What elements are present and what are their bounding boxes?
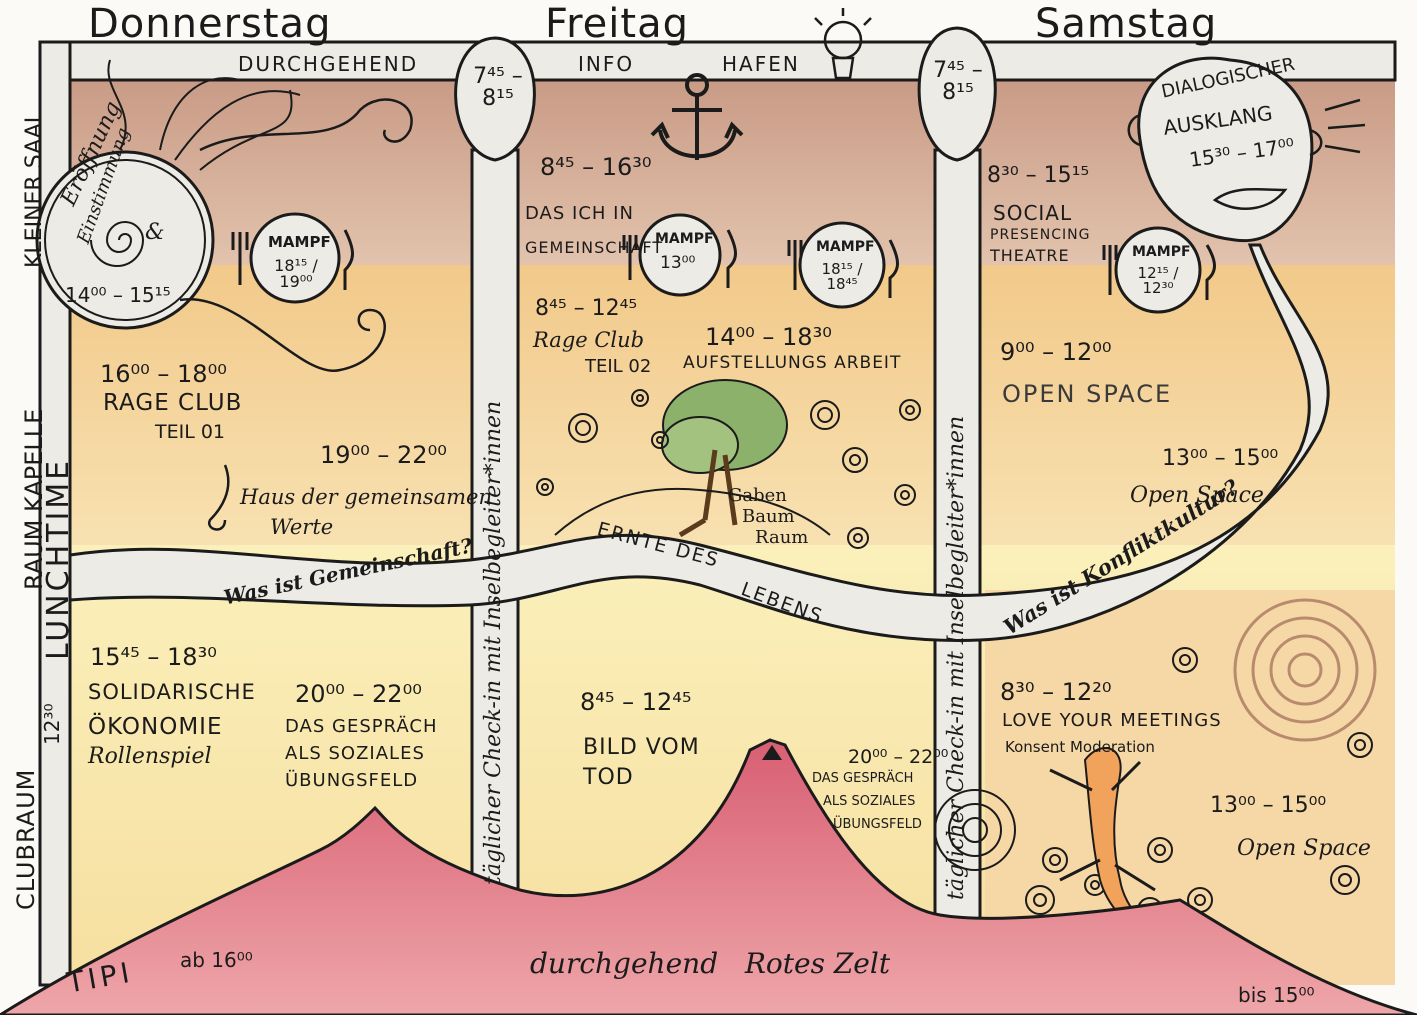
swirl-icon [1233, 598, 1377, 742]
event-title: RAGE CLUB [103, 390, 243, 416]
event-title: THEATRE [990, 246, 1070, 265]
mouth-icon [1212, 187, 1288, 210]
event-time: 8⁴⁵ – 12⁴⁵ [535, 296, 638, 321]
event-time: 8⁴⁵ – 12⁴⁵ [580, 688, 692, 716]
event-subtitle: TEIL 02 [585, 356, 652, 377]
meal-plates [249, 212, 1202, 314]
meal-time: 18¹⁵ / 18⁴⁵ [821, 260, 863, 293]
anchor-icon [650, 73, 744, 160]
event-title: PRESENCING [990, 227, 1091, 243]
meal-label: MAMPF [268, 233, 331, 251]
rotes-zelt-label: durchgehend Rotes Zelt [530, 947, 891, 980]
event-title: SOCIAL [993, 201, 1073, 225]
event-title: Haus der gemeinsamen [240, 485, 493, 509]
event-subtitle: TEIL 01 [155, 421, 226, 443]
opening-time: 14⁰⁰ – 15¹⁵ [65, 283, 171, 307]
event-time: 8³⁰ – 12²⁰ [1000, 678, 1112, 706]
event-title: TOD [583, 765, 634, 790]
event-title: Open Space [1130, 483, 1264, 508]
label-kleiner-saal: KLEINER SAAL [22, 110, 47, 268]
label-checkin-saturday: täglicher Check-in mit Inselbegleiter*in… [944, 415, 969, 900]
label-clubraum: CLUBRAUM [12, 768, 40, 910]
event-subtitle: Konsent Moderation [1005, 738, 1155, 756]
event-time: 20⁰⁰ – 22⁰⁰ [848, 746, 949, 768]
saturday-checkin-spoon [917, 26, 997, 162]
event-time: 8³⁰ – 15¹⁵ [987, 163, 1090, 188]
tipi-time: ab 16⁰⁰ [180, 948, 253, 972]
tree-label: Gaben [728, 485, 787, 506]
day-header-thursday: Donnerstag [88, 1, 332, 47]
banner-durchgehend: DURCHGEHEND [238, 52, 419, 76]
tent-mountains [0, 738, 1417, 1015]
label-checkin-friday: täglicher Check-in mit Inselbegleiter*in… [481, 400, 506, 885]
ausklang-head [1137, 56, 1314, 243]
event-title: ÜBUNGSFELD [833, 817, 922, 832]
event-time: 9⁰⁰ – 12⁰⁰ [1000, 338, 1112, 366]
checkin-time-friday: 7⁴⁵ – 8¹⁵ [473, 64, 523, 111]
checkin-time-saturday: 7⁴⁵ – 8¹⁵ [933, 58, 983, 105]
opening-amp: & [145, 220, 165, 245]
river-path [68, 243, 1330, 642]
tree-icon [554, 379, 831, 538]
opening-circle [35, 150, 215, 330]
event-time: 15⁴⁵ – 18³⁰ [90, 643, 217, 671]
cutlery-icon [231, 229, 1216, 300]
tree-label: Baum [742, 506, 795, 527]
event-time: 19⁰⁰ – 22⁰⁰ [320, 441, 447, 469]
until-label: bis 15⁰⁰ [1238, 983, 1315, 1007]
event-title: GEMEINSCHAFT [525, 238, 664, 257]
event-title: OPEN SPACE [1002, 380, 1173, 408]
event-title: BILD VOM [583, 735, 700, 760]
label-lunchtime-value: 12³⁰ [40, 703, 64, 745]
meal-label: MAMPF [1132, 244, 1191, 260]
friday-checkin-spoon [454, 36, 536, 162]
spiral-decoration-icon [179, 298, 386, 372]
meal-time: 18¹⁵ / 19⁰⁰ [274, 256, 318, 291]
banner-hafen: HAFEN [722, 52, 800, 76]
event-title: LOVE YOUR MEETINGS [1002, 710, 1222, 731]
event-title: ALS SOZIALES [823, 794, 916, 809]
tree-label: Raum [755, 527, 809, 548]
event-time: 8⁴⁵ – 16³⁰ [540, 153, 652, 181]
spiral-icon [90, 221, 145, 267]
event-time: 13⁰⁰ – 15⁰⁰ [1162, 446, 1279, 471]
event-subtitle: Rollenspiel [88, 744, 212, 769]
banner-info: INFO [578, 52, 635, 76]
event-title: Rage Club [533, 328, 645, 352]
event-title: ÖKONOMIE [88, 714, 223, 740]
event-title: SOLIDARISCHE [88, 680, 256, 704]
event-title: Open Space [1237, 836, 1371, 861]
event-time: 20⁰⁰ – 22⁰⁰ [295, 680, 422, 708]
lightbulb-icon [808, 8, 878, 80]
label-lunchtime: LUNCHTIME [41, 457, 76, 660]
event-title: ÜBUNGSFELD [285, 770, 419, 791]
day-header-friday: Freitag [545, 1, 689, 47]
event-title: DAS ICH IN [525, 203, 634, 224]
event-time: 13⁰⁰ – 15⁰⁰ [1210, 793, 1327, 818]
meal-label: MAMPF [655, 231, 714, 247]
event-time: 14⁰⁰ – 18³⁰ [705, 323, 832, 351]
event-title: ALS SOZIALES [285, 743, 425, 764]
day-header-saturday: Samstag [1035, 1, 1218, 47]
meal-label: MAMPF [816, 239, 875, 255]
event-title: Werte [270, 515, 334, 539]
sound-lines-icon [1324, 98, 1366, 154]
event-title: AUFSTELLUNGS ARBEIT [683, 353, 902, 373]
spiral-dots [536, 389, 921, 549]
meal-time: 13⁰⁰ [660, 253, 696, 273]
event-time: 16⁰⁰ – 18⁰⁰ [100, 360, 227, 388]
spiral-decoration-icon [199, 98, 413, 152]
meal-time: 12¹⁵ / 12³⁰ [1137, 264, 1179, 297]
event-title: DAS GESPRÄCH [812, 771, 914, 786]
event-title: DAS GESPRÄCH [285, 716, 438, 737]
